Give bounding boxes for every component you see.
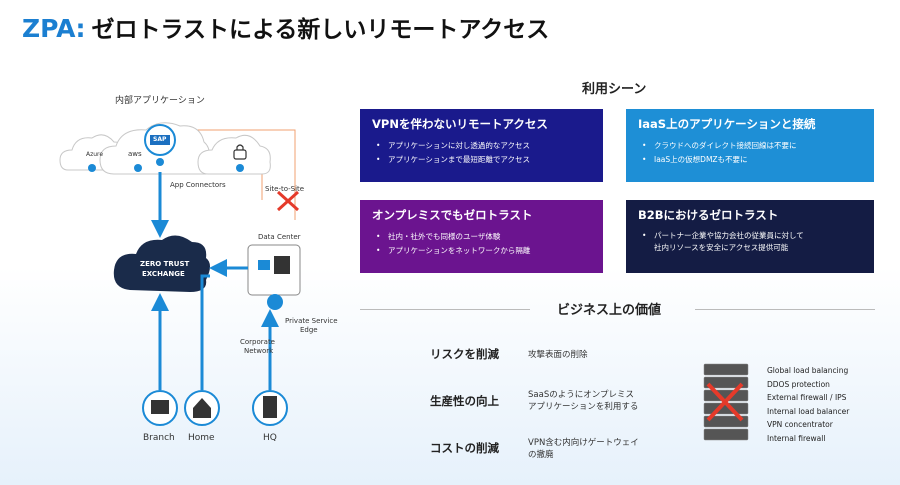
appliance-stack-icon	[703, 363, 749, 441]
value-desc-productivity: SaaSのようにオンプレミス アプリケーションを利用する	[528, 390, 639, 412]
azure-label: Azure	[86, 151, 104, 158]
lock-icon	[233, 144, 247, 160]
arrow-home-to-zte	[200, 274, 210, 390]
branch-node	[142, 390, 178, 426]
title-text: ゼロトラストによる新しいリモートアクセス	[91, 17, 550, 43]
value-label-risk: リスクを削減	[430, 347, 499, 361]
x-mark-icon	[276, 190, 300, 212]
divider-left	[360, 309, 530, 310]
use-case-card-b2b: B2Bにおけるゼロトラスト パートナー企業や協力会社の従業員に対して 社内リソー…	[626, 200, 874, 273]
corp-label-line1: Corporate	[240, 338, 275, 346]
card-title: オンプレミスでもゼロトラスト	[372, 208, 533, 222]
use-case-card-iaas: IaaS上のアプリケーションと接続 クラウドへのダイレクト接続回線は不要に Ia…	[626, 109, 874, 182]
appliance-item: External firewall / IPS	[767, 393, 847, 402]
value-desc-risk: 攻撃表面の削除	[528, 350, 588, 360]
pse-icon	[267, 294, 283, 310]
value-label-productivity: 生産性の向上	[430, 394, 499, 408]
card-title: VPNを伴わないリモートアクセス	[372, 117, 548, 131]
appliance-item: DDOS protection	[767, 379, 830, 389]
card-bullet: IaaS上の仮想DMZも不要に	[638, 153, 862, 167]
sap-logo	[144, 124, 176, 156]
home-node	[184, 390, 220, 426]
sap-label: SAP	[153, 136, 167, 143]
data-center-label: Data Center	[258, 233, 301, 241]
pse-label-line2: Edge	[300, 326, 318, 334]
card-title: IaaS上のアプリケーションと接続	[638, 117, 816, 131]
use-cases-heading: 利用シーン	[582, 82, 647, 97]
appliance-item: Internal firewall	[767, 433, 826, 443]
card-bullet: アプリケーションまで最短距離でアクセス	[372, 153, 591, 167]
hq-label: HQ	[263, 433, 277, 443]
page-title: ZPA : ゼロトラストによる新しいリモートアクセス	[22, 10, 549, 46]
value-desc-cost: VPN含む内向けゲートウェイ の撤廃	[528, 438, 639, 460]
diagram-canvas	[59, 122, 301, 426]
title-prefix: ZPA	[22, 14, 76, 43]
dc-connector-icon	[258, 260, 270, 270]
divider-right	[695, 309, 875, 310]
connector-pins	[88, 158, 244, 172]
use-case-card-vpn: VPNを伴わないリモートアクセス アプリケーションに対し透過的なアクセス アプリ…	[360, 109, 603, 182]
zte-label-line1: ZERO TRUST	[140, 260, 190, 268]
site-to-site-label: Site-to-Site	[265, 185, 305, 193]
card-bullet: 社内・社外でも同様のユーザ体験	[372, 230, 591, 244]
card-bullet: アプリケーションに対し透過的なアクセス	[372, 139, 591, 153]
server-icon	[274, 256, 290, 274]
architecture-diagram: 内部アプリケーション Azure aws SAP App Connectors …	[0, 80, 350, 485]
appliance-item: VPN concentrator	[767, 420, 833, 429]
value-label-cost: コストの削減	[430, 441, 499, 455]
title-colon: :	[75, 14, 86, 43]
aws-label: aws	[128, 150, 142, 158]
use-case-card-onprem: オンプレミスでもゼロトラスト 社内・社外でも同様のユーザ体験 アプリケーションを…	[360, 200, 603, 273]
home-label: Home	[188, 433, 215, 443]
zero-trust-exchange-cloud	[113, 235, 210, 292]
branch-label: Branch	[143, 433, 175, 443]
business-value-heading: ビジネス上の価値	[557, 303, 662, 318]
appliance-list: Global load balancing DDOS protection Ex…	[767, 364, 849, 445]
card-bullet: パートナー企業や協力会社の従業員に対して 社内リソースを安全にアクセス提供可能	[638, 230, 862, 254]
pse-label-line1: Private Service	[285, 317, 338, 325]
appliance-item: Global load balancing	[767, 366, 849, 375]
appliance-item: Internal load balancer	[767, 406, 850, 416]
internal-apps-label: 内部アプリケーション	[115, 96, 205, 106]
hq-node	[252, 390, 288, 426]
card-title: B2Bにおけるゼロトラスト	[638, 208, 779, 222]
card-bullet: アプリケーションをネットワークから隔離	[372, 244, 591, 258]
card-bullet: クラウドへのダイレクト接続回線は不要に	[638, 139, 862, 153]
corp-label-line2: Network	[244, 347, 274, 355]
zte-label-line2: EXCHANGE	[142, 270, 185, 278]
app-connectors-label: App Connectors	[170, 181, 226, 189]
